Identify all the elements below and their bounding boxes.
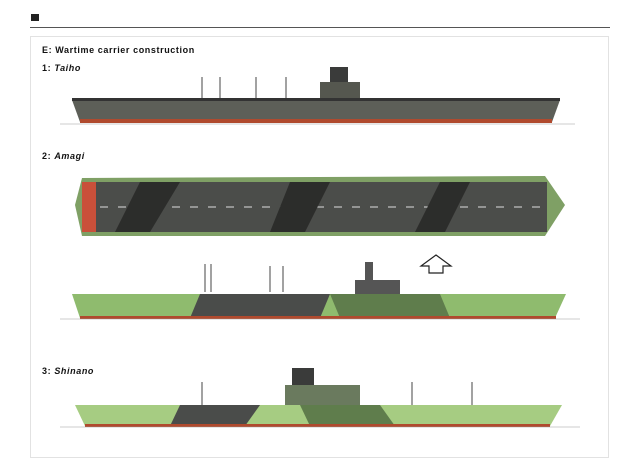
plate-title: E: Wartime carrier construction [42, 45, 195, 55]
plate-frame [30, 36, 609, 458]
taiho-side-illustration [60, 67, 575, 125]
publisher-logo: m [31, 14, 39, 21]
ship-caption-1: 1: Taiho [42, 63, 81, 73]
arrow-icon [419, 254, 453, 274]
amagi-top-illustration [75, 176, 565, 236]
amagi-side-illustration [60, 262, 580, 320]
ship-caption-3: 3: Shinano [42, 366, 95, 376]
ship-caption-2: 2: Amagi [42, 151, 85, 161]
header-rule [30, 27, 610, 28]
shinano-side-illustration [60, 368, 580, 428]
